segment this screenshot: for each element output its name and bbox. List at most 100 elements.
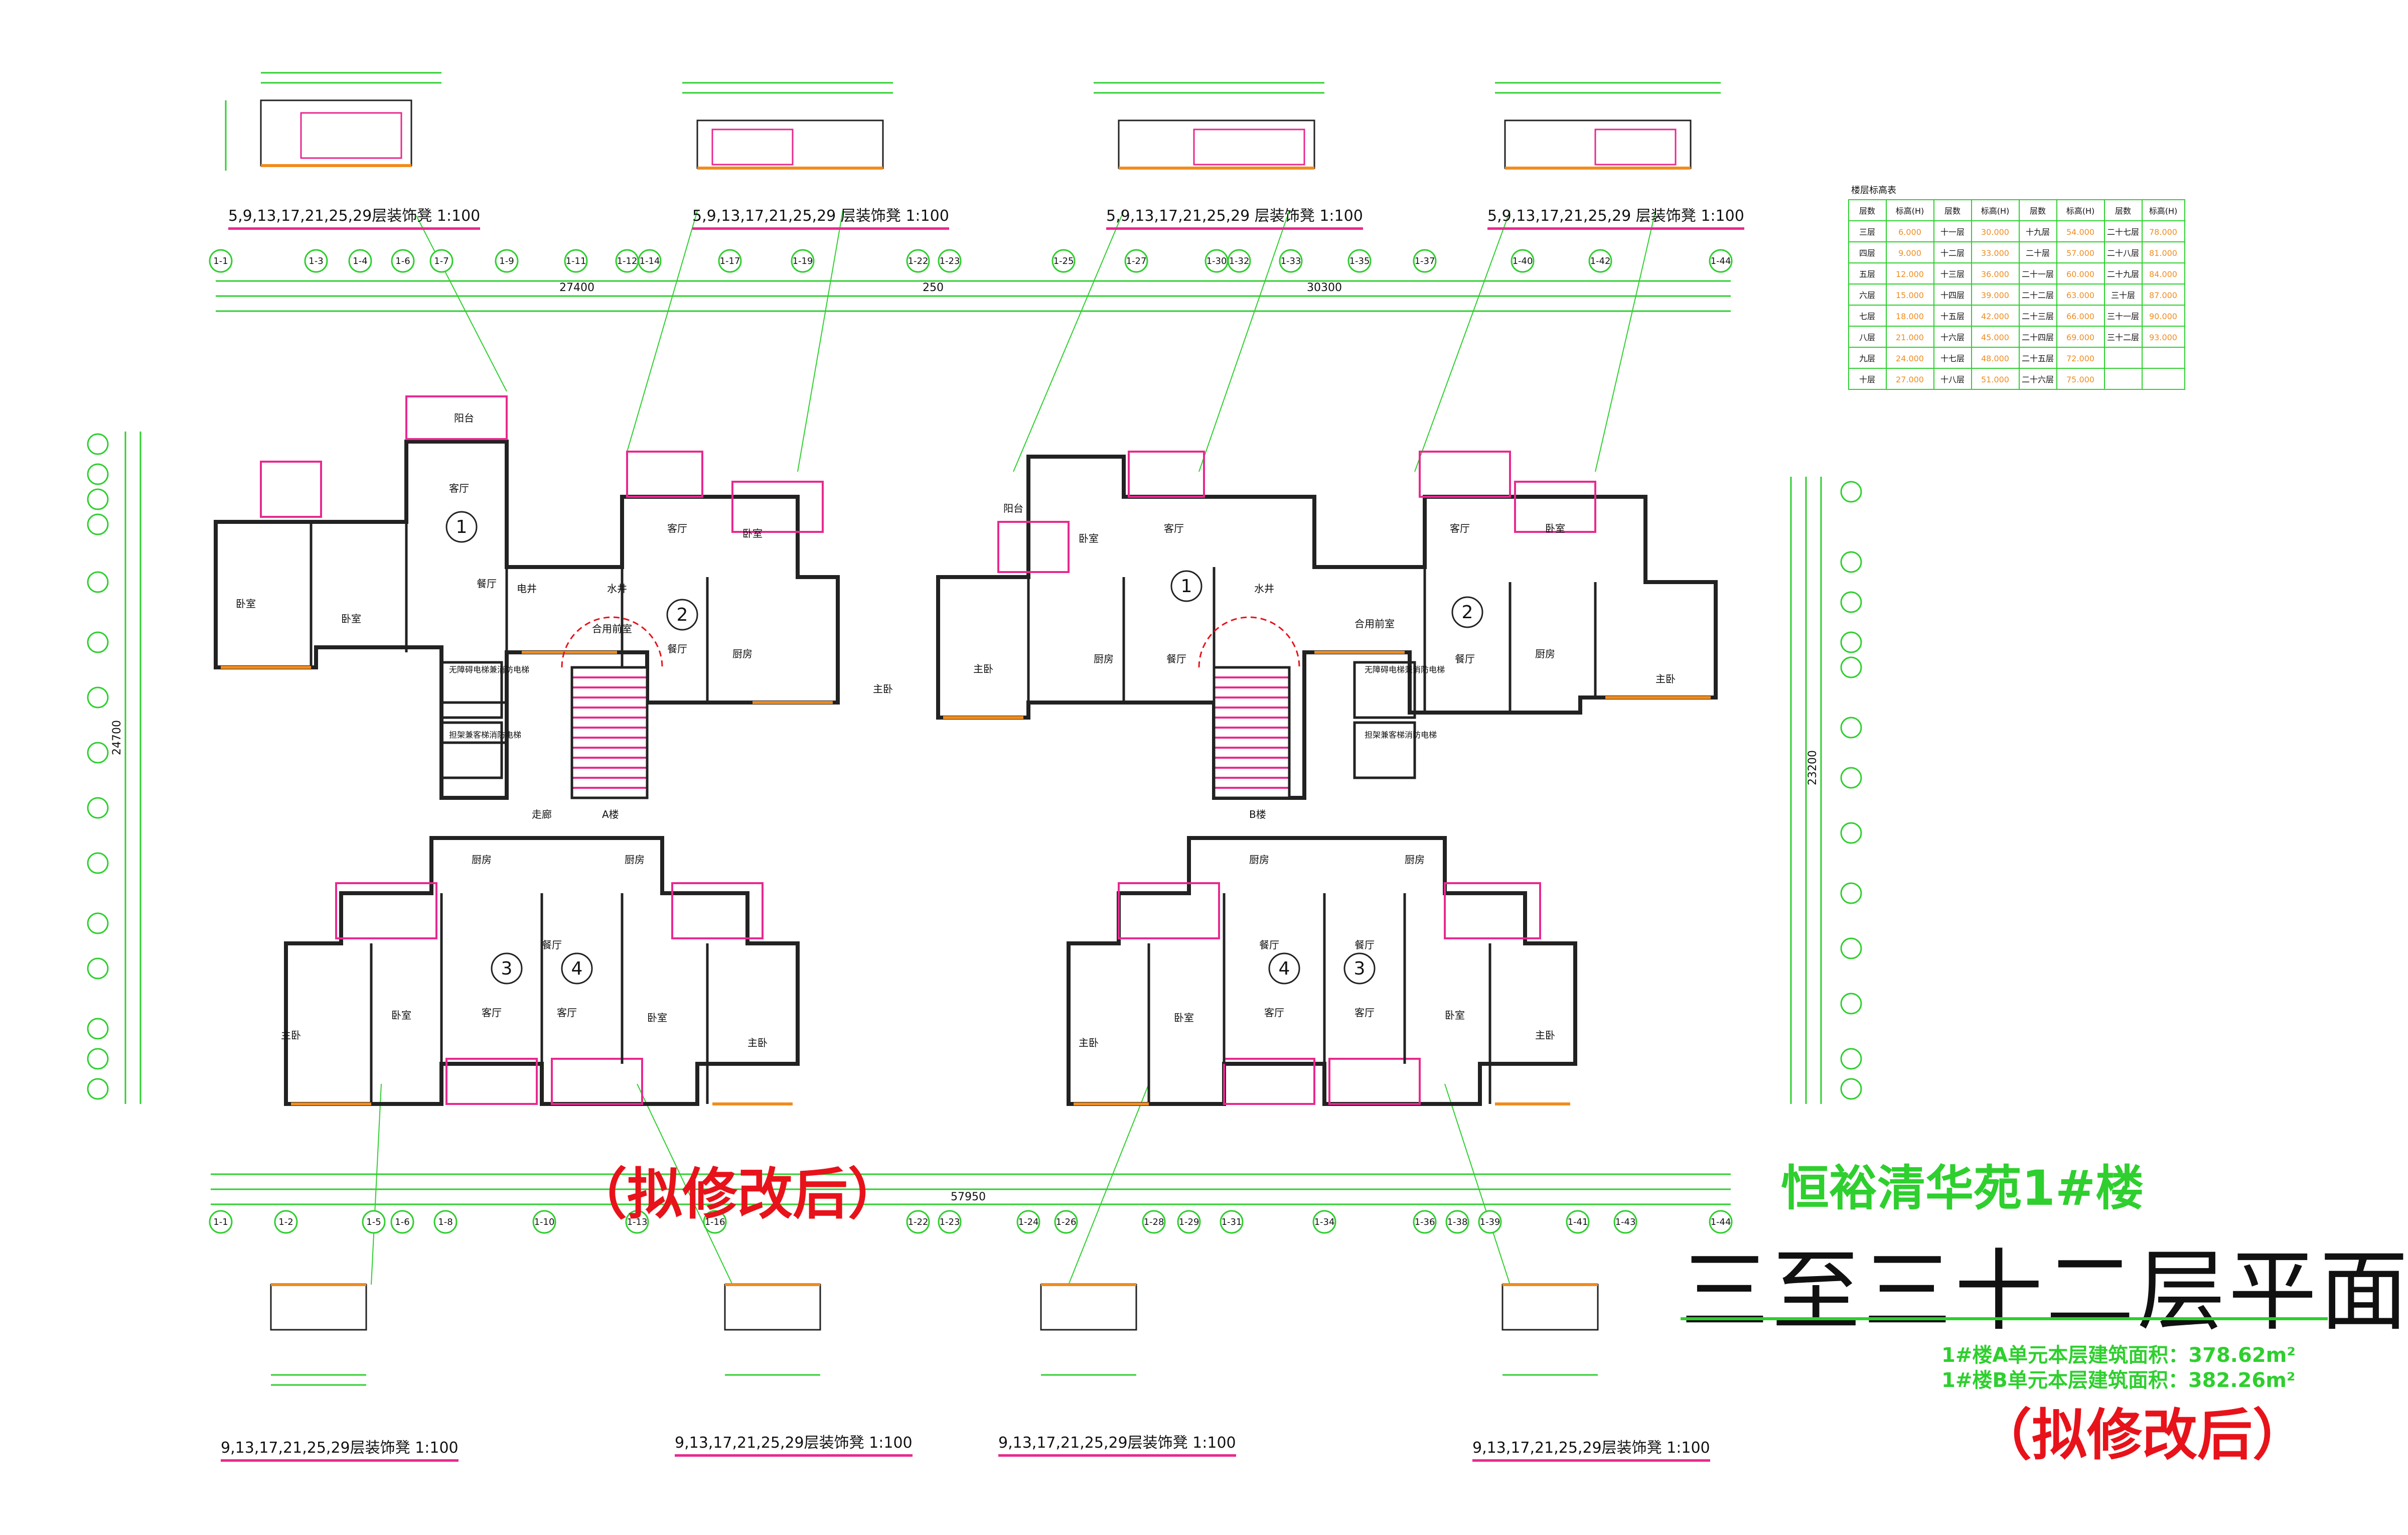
room-kitchen: 厨房 [472, 854, 492, 866]
room-dining: 餐厅 [542, 939, 562, 951]
room-master: 主卧 [747, 1037, 768, 1049]
axis-bottom-label-19: 1-41 [1568, 1217, 1588, 1227]
room-bedroom: 卧室 [647, 1012, 667, 1024]
level-table-cell: 75.000 [2066, 375, 2094, 384]
level-table-cell: 十层 [1859, 375, 1875, 384]
axis-bottom-label-16: 1-36 [1415, 1217, 1435, 1227]
top-dimension-lines [216, 280, 1731, 312]
axis-bubbles-bottom [209, 1210, 1733, 1234]
project-title: 恒裕清华苑1#楼 [1781, 1160, 2144, 1216]
level-table-cell: 二十一层 [2022, 269, 2054, 279]
level-table-cell: 二十四层 [2022, 333, 2054, 342]
revision-note-corner: （拟修改后） [1977, 1403, 2308, 1467]
room-living: 客厅 [557, 1007, 577, 1019]
dim-top-mid: 250 [923, 282, 944, 294]
level-table-cell: 十三层 [1940, 269, 1965, 279]
room-dining: 餐厅 [1259, 939, 1279, 951]
unit-number-2b: 2 [1462, 602, 1473, 623]
axis-bottom-label-20: 1-43 [1615, 1217, 1636, 1227]
axis-top-label-15: 1-30 [1207, 256, 1227, 266]
room-dining: 餐厅 [1354, 939, 1375, 951]
level-table-header: 层数 [2030, 206, 2046, 216]
dim-top-left: 27400 [559, 282, 594, 294]
level-table-cell: 27.000 [1896, 375, 1924, 384]
level-table-cell: 12.000 [1896, 269, 1924, 279]
room-shaft: 水井 [607, 583, 627, 595]
axis-top-label-19: 1-37 [1415, 256, 1435, 266]
room-bedroom: 卧室 [742, 527, 763, 539]
level-table-cell: 七层 [1859, 312, 1875, 321]
room-master: 主卧 [873, 683, 893, 695]
axis-bottom-label-11: 1-26 [1056, 1217, 1077, 1227]
axis-bottom-label-6: 1-13 [627, 1217, 648, 1227]
unit-a-walls [214, 440, 840, 1106]
room-kitchen: 厨房 [1405, 854, 1425, 866]
level-table-cell: 6.000 [1898, 227, 1921, 237]
unit-number-1a: 1 [456, 517, 468, 537]
room-corridor: 走廊 [532, 808, 552, 820]
axis-bottom-label-1: 1-2 [278, 1217, 293, 1227]
axis-top-label-17: 1-33 [1281, 256, 1301, 266]
detail-title-bottom-2: 9,13,17,21,25,29层装饰凳 1:100 [675, 1430, 913, 1457]
room-bedroom: 卧室 [391, 1009, 411, 1021]
level-table-cell: 51.000 [1981, 375, 2009, 384]
unit-number-4a: 4 [571, 958, 583, 979]
unit-number-4b: 4 [1279, 958, 1290, 979]
level-table-cell: 二十九层 [2107, 269, 2139, 279]
axis-bottom-label-10: 1-24 [1018, 1217, 1039, 1227]
axis-bottom-label-8: 1-22 [908, 1217, 929, 1227]
dim-bottom-total: 57950 [951, 1191, 986, 1203]
axis-top-label-2: 1-4 [353, 256, 367, 266]
level-table-grid [1848, 199, 2185, 390]
axis-bottom-label-3: 1-6 [395, 1217, 409, 1227]
room-bedroom: 卧室 [1545, 522, 1565, 534]
axis-top-label-3: 1-6 [395, 256, 410, 266]
level-table-cell: 72.000 [2066, 354, 2094, 363]
room-lobby: 合用前室 [592, 623, 632, 635]
detail-title-top-3: 5,9,13,17,21,25,29 层装饰凳 1:100 [1106, 203, 1363, 230]
axis-top-label-1: 1-3 [309, 256, 323, 266]
room-lobby: 合用前室 [1354, 618, 1395, 630]
detail-title-bottom-3: 9,13,17,21,25,29层装饰凳 1:100 [998, 1430, 1236, 1457]
level-table-cell: 六层 [1859, 291, 1875, 300]
axis-top-label-9: 1-17 [720, 256, 740, 266]
level-table-cell: 二十八层 [2107, 248, 2139, 258]
level-table-cell: 54.000 [2066, 227, 2094, 237]
detail-title-top-1: 5,9,13,17,21,25,29层装饰凳 1:100 [228, 203, 481, 230]
unit-number-3b: 3 [1354, 958, 1366, 979]
level-table-cell: 87.000 [2149, 291, 2177, 300]
axis-bottom-label-0: 1-1 [213, 1217, 228, 1227]
room-living: 客厅 [1450, 522, 1470, 534]
room-shaft: 水井 [1254, 583, 1274, 595]
stair-core-a [440, 616, 663, 799]
level-table-cell: 18.000 [1896, 312, 1924, 321]
unit-number-circles [445, 511, 1483, 985]
detail-sketch-bottom-3 [1040, 1283, 1137, 1376]
room-master: 主卧 [1079, 1037, 1099, 1049]
detail-title-top-2: 5,9,13,17,21,25,29 层装饰凳 1:100 [692, 203, 949, 230]
room-bedroom: 卧室 [1174, 1012, 1194, 1024]
revision-note-center: （拟修改后） [572, 1162, 903, 1226]
axis-top-label-14: 1-27 [1126, 256, 1147, 266]
detail-sketch-top-1 [225, 72, 441, 171]
level-table-cell: 四层 [1859, 248, 1875, 258]
room-balcony: 阳台 [1003, 502, 1023, 514]
bottom-dimension-lines [211, 1173, 1731, 1205]
axis-top-label-0: 1-1 [213, 256, 228, 266]
axis-bubbles-sides [87, 433, 1862, 1100]
room-bedroom: 卧室 [1079, 532, 1099, 544]
level-table-cell: 二十五层 [2022, 354, 2054, 363]
level-table-cell: 八层 [1859, 333, 1875, 342]
stair-core-b [1198, 616, 1416, 799]
axis-top-label-13: 1-25 [1054, 256, 1074, 266]
level-table-cell: 93.000 [2149, 333, 2177, 342]
room-lift-b: 担架兼客梯消防电梯 [1365, 730, 1437, 740]
level-table-cell: 十五层 [1940, 312, 1965, 321]
axis-bottom-label-15: 1-34 [1314, 1217, 1335, 1227]
level-table-cell: 36.000 [1981, 269, 2009, 279]
axis-bottom-label-18: 1-39 [1480, 1217, 1500, 1227]
level-table-cell: 48.000 [1981, 354, 2009, 363]
